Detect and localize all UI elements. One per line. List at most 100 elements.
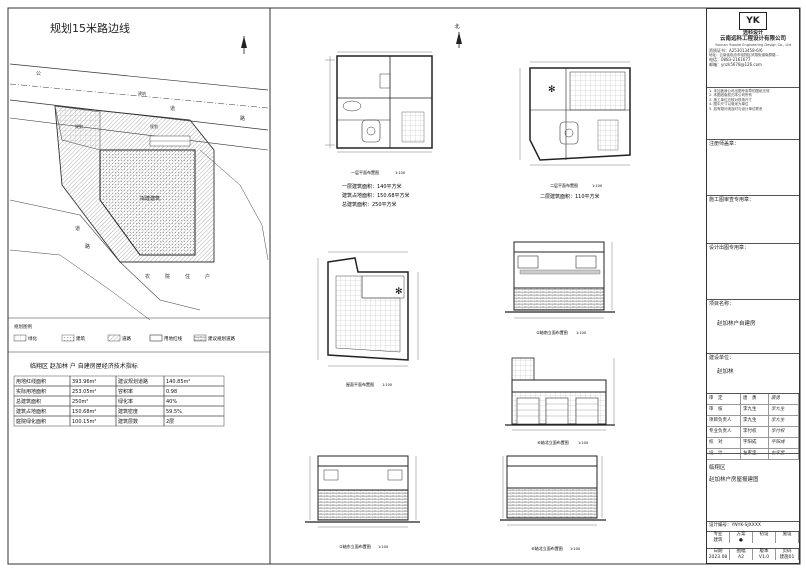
north-arrow-icon <box>241 36 247 54</box>
site-label: 建筑 <box>138 90 146 96</box>
email: 邮箱：ynzk5678@126.com <box>709 61 762 67</box>
logo-text: 远科设计 <box>742 30 763 36</box>
north-elev-scale: 1:100 <box>570 547 580 551</box>
floor1-note: 建筑占地面积：150.68平方米 <box>342 192 410 199</box>
car-icon <box>559 121 579 145</box>
staff-name: 李九生 <box>741 416 769 426</box>
phone: 电话：0883-2161677 <box>709 56 751 62</box>
project-label: 项目名称： <box>709 301 735 307</box>
staff-signature: 李九生 <box>769 405 799 415</box>
econ-cell: 140.85m² <box>166 379 190 385</box>
west-elevation: ①轴东立面布置图 1:100 <box>305 455 420 549</box>
staff-name: 唐 勇 <box>741 394 769 404</box>
econ-cell: 建筑密度 <box>118 408 138 415</box>
sheet-info-header: 日期 <box>707 549 730 555</box>
site-label: 路 <box>85 243 90 250</box>
sheet-info-header: 版本 <box>753 549 776 555</box>
phase-cell: 专业 <box>707 532 730 538</box>
sheet-info-value: 2023.08 <box>707 554 730 561</box>
econ-cell: 150.68m² <box>72 409 96 415</box>
econ-cell: 建筑占地面积 <box>16 408 46 415</box>
west-elev-caption: ①轴东立面布置图 <box>339 543 371 549</box>
site-label: 院 <box>165 273 170 280</box>
garage-elev-caption: ⑥轴北立面布置图 <box>537 439 569 445</box>
phase-cell: 方案 <box>730 532 753 538</box>
site-label: 规划 <box>150 123 158 129</box>
sheet-info-row: 日期 图幅 版本 页码 2023.08 A2 V1.0 建施01 <box>707 549 799 561</box>
site-label: 户 <box>205 273 210 280</box>
drawing-number: 设计编号：YNYK-SJXXXX <box>709 523 761 528</box>
staff-role: 审 核 <box>707 405 741 415</box>
site-label: 公 <box>36 71 41 77</box>
phase-cell: 初设 <box>753 532 776 538</box>
site-label: 规划 <box>75 123 83 129</box>
econ-table-title: 临翔区 赵加林 户 自建房屋经济技术指标 <box>30 362 138 370</box>
econ-cell: 庭院绿化面积 <box>16 418 46 425</box>
staff-row: 校 对字阳成字阳成 <box>707 438 799 449</box>
econ-cell: 建议规划道路 <box>118 378 148 385</box>
floor1-scale: 1:100 <box>395 171 405 175</box>
floor1-note: 一层建筑面积：140平方米 <box>342 183 402 190</box>
garage-elevation: ⑥轴北立面布置图 1:100 <box>505 357 615 445</box>
legend-item: 用地红线 <box>164 335 182 342</box>
site-label: 路 <box>240 115 245 122</box>
econ-cell: 40% <box>166 399 177 405</box>
roof-caption: 屋面平面布置图 <box>346 381 374 387</box>
phase-cell: 施设 <box>776 532 799 538</box>
staff-signature: 唐勇 <box>769 394 799 404</box>
phase-row: 专业 方案 初设 施设 建筑 ● <box>707 532 799 544</box>
north-elevation: ⑥轴北立面布置图 1:100 <box>500 455 606 551</box>
note-line: 1. 未加盖我公司出图专用章的图纸无效 <box>709 89 770 93</box>
site-plan-title: 规划15米路边线 <box>50 21 130 35</box>
license: 资质证书：A253013458-6/6 <box>709 47 763 53</box>
econ-cell: 容积率 <box>118 388 133 395</box>
note-line: 5. 如有疑问请及时与设计单位联系 <box>709 106 763 111</box>
south-elev-caption: ①轴南立面布置图 <box>536 329 568 335</box>
client-label: 建设单位： <box>709 355 735 361</box>
sheet-info-header: 图幅 <box>730 549 753 555</box>
floor1-note: 总建筑面积：250平方米 <box>342 201 397 208</box>
roof-scale: 1:100 <box>382 383 392 387</box>
site-label: 道 <box>75 225 80 232</box>
sheet-info-value: V1.0 <box>753 554 776 561</box>
legend-title: 规划图例 <box>14 323 32 330</box>
note-line: 2. 本图纸版权归本公司所有 <box>709 93 752 98</box>
plant-icon: ✻ <box>548 85 556 95</box>
south-elevation: ①轴南立面布置图 1:100 <box>505 241 615 335</box>
floor2-caption: 二层平面布置图 <box>550 182 578 188</box>
address: 地址：云南省临沧市临翔区凤翔街道南屏路... <box>709 52 779 57</box>
garage-elev-scale: 1:100 <box>578 441 588 445</box>
company-name-en: Yunnan Yuanke Engineering Design Co., Lt… <box>714 43 792 48</box>
staff-name: 字阳成 <box>741 438 769 448</box>
econ-cell: 实际用地面积 <box>16 388 46 395</box>
site-label: 农 <box>145 273 150 280</box>
staff-signature: 李九生 <box>769 416 799 426</box>
staff-row: 专业负责人李付权李付权 <box>707 427 799 438</box>
econ-cell-border <box>163 415 225 427</box>
staff-row: 项目负责人李九生李九生 <box>707 416 799 427</box>
drawing-title: 临翔区 <box>709 465 726 471</box>
company-name: 云南远科工程设计有限公司 <box>719 36 786 43</box>
phase-cell: 建筑 <box>707 537 730 544</box>
sheet-info-value: 建施01 <box>776 554 799 561</box>
econ-cell: 0.98 <box>166 389 177 395</box>
sheet-info-header: 页码 <box>776 549 799 555</box>
plant-icon: ✻ <box>395 287 403 297</box>
legend-item: 道路 <box>122 335 131 342</box>
west-elev-scale: 1:100 <box>378 545 388 549</box>
title-block: YK 远科设计 云南远科工程设计有限公司 Yunnan Yuanke Engin… <box>706 8 800 564</box>
econ-cell: 253.05m² <box>72 389 96 395</box>
floor1-plan: 一层平面布置图 1:100 一层建筑面积：140平方米 建筑占地面积：150.6… <box>325 51 433 208</box>
site-building-label: 拟建建筑 <box>140 195 160 202</box>
note-line: 4. 图中尺寸以毫米为单位 <box>709 102 749 107</box>
staff-role: 校 对 <box>707 438 741 448</box>
staff-role: 项目负责人 <box>707 416 741 426</box>
seal-label: 注册师盖章： <box>709 141 740 147</box>
north-arrow-icon: 北 <box>454 23 462 48</box>
staff-role: 审 定 <box>707 394 741 404</box>
econ-cell: 绿化率 <box>118 398 133 405</box>
staff-signature: 字阳成 <box>769 438 799 448</box>
roof-plan: ✻ 屋面平面布置图 1:100 <box>317 251 419 387</box>
legend-item: 建议规划道路 <box>208 335 235 342</box>
